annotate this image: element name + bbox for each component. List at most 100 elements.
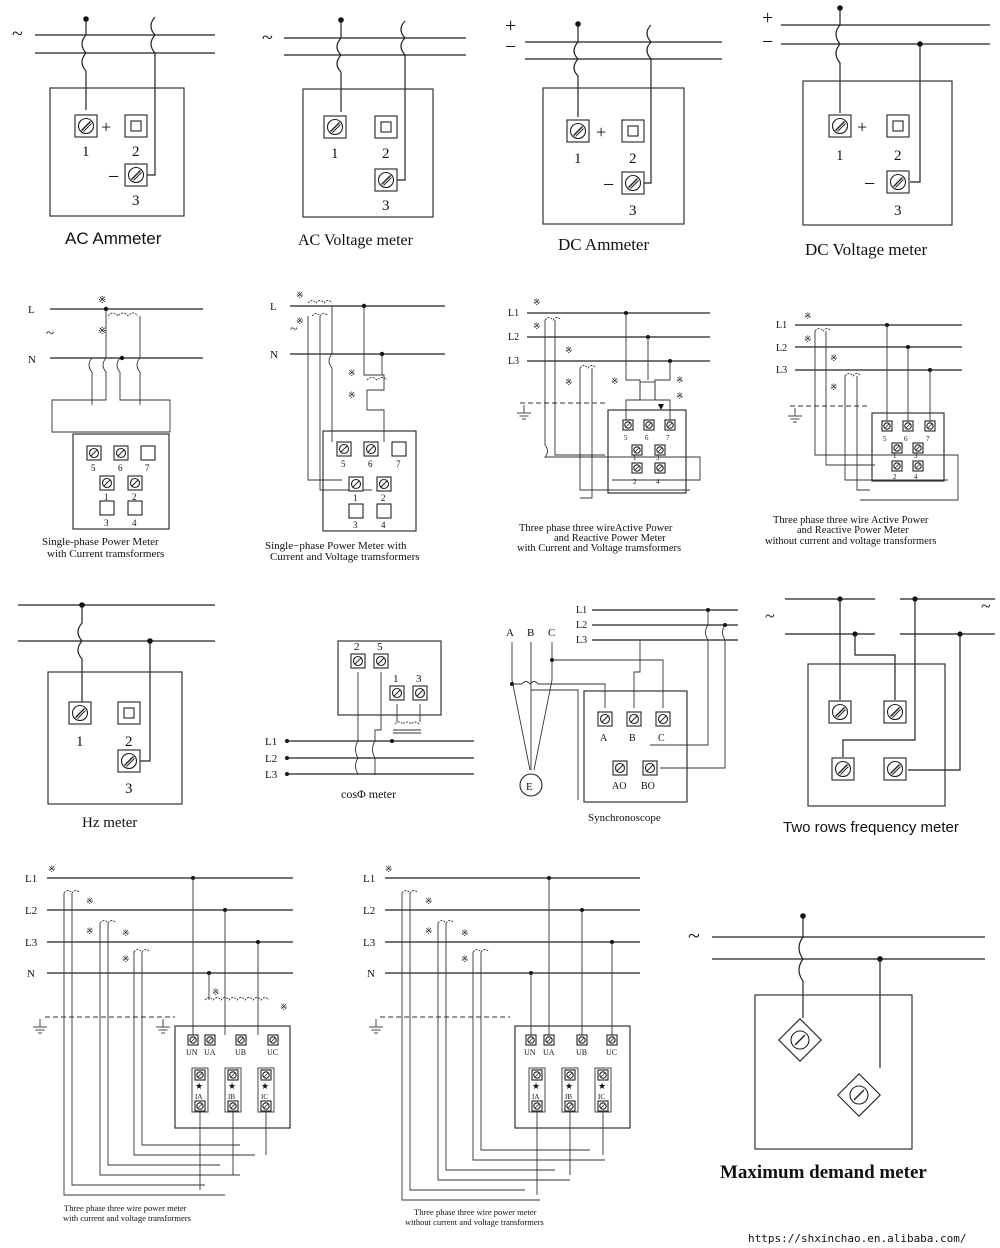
- terminal-3-label: 3: [629, 203, 637, 219]
- terminal-label: 3: [656, 454, 660, 462]
- ct-symbol-icon: ※: [385, 864, 393, 874]
- line-n-label: N: [28, 354, 36, 366]
- ct-symbol-icon: ※: [830, 382, 838, 392]
- ct-symbol-icon: ※: [533, 321, 541, 331]
- ct-symbol-icon: ※: [804, 334, 812, 344]
- minus-label: −: [108, 166, 119, 188]
- terminal-label: 5: [377, 641, 383, 653]
- line-l3-label: L3: [776, 365, 787, 376]
- line-l2-label: L2: [508, 332, 519, 343]
- caption: Synchronoscope: [588, 812, 661, 824]
- line-l1-label: L1: [363, 873, 375, 885]
- terminal-2-label: 2: [125, 734, 133, 750]
- diagram-cos-phi-meter: 2 5 1 3 L1 L2 L3 cosΦ meter: [265, 640, 474, 801]
- polarity-star-icon: ★: [228, 1081, 236, 1091]
- supply-right-symbol: ~: [981, 596, 991, 616]
- u-terminal-label: UB: [576, 1048, 587, 1057]
- polarity-star-icon: ★: [261, 1081, 269, 1091]
- diagram-ac-voltage-meter: ~ 1 2 3 AC Voltage meter: [262, 17, 466, 249]
- line-l1-label: L1: [25, 873, 37, 885]
- caption: Two rows frequency meter: [783, 819, 959, 836]
- terminal-1-label: 1: [836, 148, 844, 164]
- diagram-maximum-demand-meter: ~ Maximum demand meter: [688, 913, 985, 1183]
- caption-line-1: Three phase three wire power meter: [64, 1203, 187, 1213]
- line-l1-label: L1: [576, 605, 587, 616]
- ground-e-label: E: [526, 781, 533, 793]
- terminal-label: 3: [104, 518, 109, 528]
- line-n-label: N: [367, 968, 375, 980]
- caption-line-1: Three phase three wireActive Power: [519, 523, 673, 534]
- terminal-label: 3: [416, 673, 422, 685]
- diagram-three-phase-3w-no-ct-vt: L1 L2 L3 ※ ※ ※ ※ 5 6 7 1 3: [765, 311, 962, 547]
- diagram-hz-meter: 1 2 3 Hz meter: [18, 602, 215, 831]
- terminal-label: C: [658, 733, 665, 744]
- caption-line-1: Three phase three wire power meter: [414, 1207, 537, 1217]
- terminal-2-label: 2: [894, 148, 902, 164]
- caption-line-2: with Current tramsformers: [47, 548, 164, 560]
- ct-symbol-icon: ※: [48, 864, 56, 874]
- caption-line-1: Three phase three wire Active Power: [773, 515, 929, 526]
- ct-symbol-icon: ※: [86, 926, 94, 936]
- terminal-label: 6: [904, 435, 908, 443]
- line-l2-label: L2: [265, 753, 277, 765]
- supply-symbol: ~: [688, 923, 700, 948]
- caption-line-2: and Reactive Power Meter: [797, 525, 909, 536]
- line-l-label: L: [28, 304, 35, 316]
- phase-c-label: C: [548, 627, 555, 639]
- supply-symbol: ~: [262, 27, 273, 49]
- terminal-label: 5: [341, 459, 346, 469]
- terminal-1-label: 1: [331, 146, 339, 162]
- ct-symbol-icon: ※: [676, 375, 684, 385]
- terminal-3-label: 3: [382, 198, 390, 214]
- ct-symbol-icon: ※: [296, 290, 304, 300]
- line-l3-label: L3: [508, 356, 519, 367]
- i-terminal-label: IC: [598, 1093, 605, 1101]
- line-l1-label: L1: [508, 308, 519, 319]
- terminal-label: 4: [132, 518, 137, 528]
- line-l2-label: L2: [776, 343, 787, 354]
- terminal-3-label: 3: [125, 781, 133, 797]
- terminal-label: 2: [633, 478, 637, 486]
- u-terminal-label: UA: [204, 1048, 216, 1057]
- terminal-label: 7: [396, 459, 401, 469]
- terminal-label: 5: [883, 435, 887, 443]
- u-terminal-label: UN: [524, 1048, 536, 1057]
- i-terminal-label: IA: [532, 1093, 539, 1101]
- terminal-label: 7: [926, 435, 930, 443]
- terminal-label: 5: [91, 463, 96, 473]
- terminal-1-label: 1: [574, 151, 582, 167]
- diagram-ac-ammeter: ~ + − 1 2 3 AC Ammeter: [12, 16, 215, 248]
- diagram-three-phase-power-ct-vt: L1 L2 L3 N ※ ※ ※ ※ ※ ※ ※: [25, 864, 293, 1223]
- terminal-label: 1: [393, 673, 399, 685]
- terminal-label: AO: [612, 781, 626, 792]
- negative-symbol: −: [762, 31, 773, 53]
- polarity-star-icon: ★: [565, 1081, 573, 1091]
- supply-symbol: ~: [290, 322, 298, 337]
- u-terminal-label: UA: [543, 1048, 555, 1057]
- diagram-single-phase-power-ct: L N ~ ※ ※ 5 6 7 1 2 3 4 Single-phase Pow…: [28, 295, 203, 560]
- minus-label: −: [603, 174, 614, 196]
- terminal-label: 4: [914, 473, 918, 481]
- ct-symbol-icon: ※: [296, 316, 304, 326]
- ct-symbol-icon: ※: [565, 345, 573, 355]
- supply-symbol: ~: [46, 326, 54, 342]
- line-l-label: L: [270, 301, 277, 313]
- ct-symbol-icon: ※: [98, 326, 106, 337]
- terminal-label: 2: [893, 473, 897, 481]
- diagram-three-phase-power-no-ct-vt: L1 L2 L3 N ※ ※ ※ ※ ※ UN: [363, 864, 640, 1227]
- terminal-label: 1: [633, 454, 637, 462]
- u-terminal-label: UC: [267, 1048, 278, 1057]
- diagram-dc-voltage-meter: + − + − 1 2 3 DC Voltage meter: [762, 5, 990, 259]
- diagram-dc-ammeter: + − + − 1 2 3 DC Ammeter: [505, 15, 722, 254]
- line-n-label: N: [27, 968, 35, 980]
- terminal-label: 1: [104, 492, 109, 502]
- terminal-label: 6: [118, 463, 123, 473]
- phase-b-label: B: [527, 627, 534, 639]
- diagram-single-phase-power-ct-vt: L N ~ ※ ※ ※ ※ 5 6 7 1 2 3 4 Single−phase…: [265, 290, 445, 563]
- caption: Hz meter: [82, 815, 137, 831]
- ct-symbol-icon: ※: [280, 1002, 288, 1012]
- terminal-label: 5: [624, 434, 628, 442]
- positive-symbol: +: [505, 15, 516, 37]
- diagram-three-phase-3w-ct-vt: L1 L2 L3 ※ ※ ※ ※ ※ ※ ※ 5: [508, 297, 710, 554]
